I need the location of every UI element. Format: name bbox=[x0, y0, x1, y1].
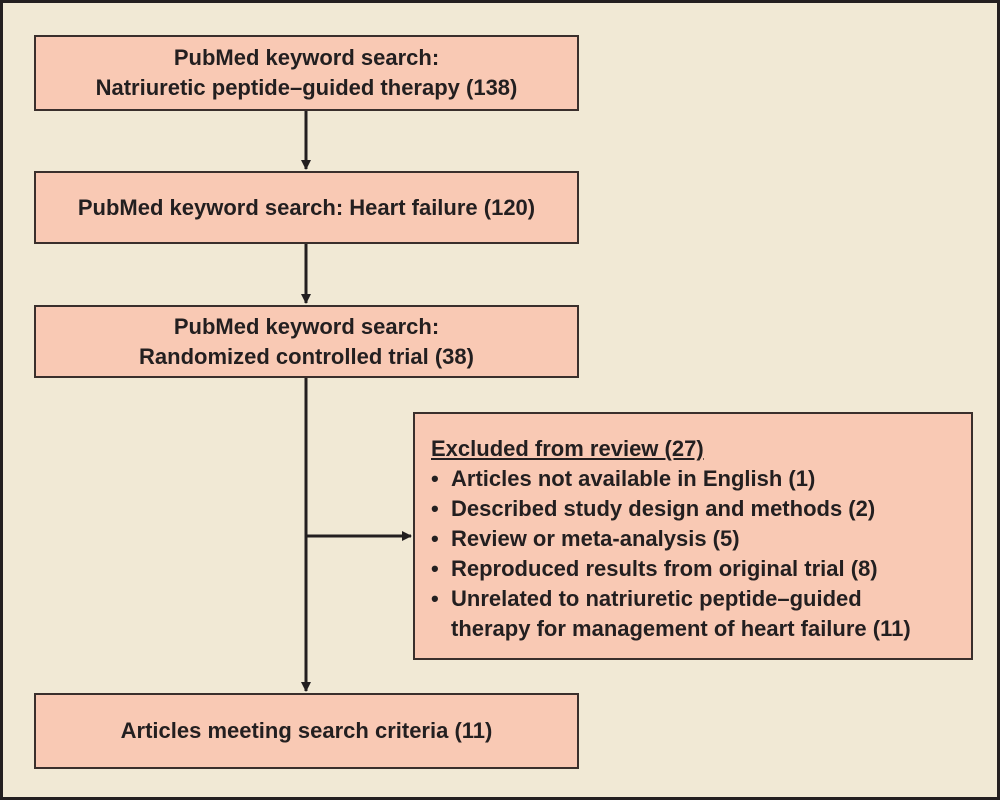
excluded-title: Excluded from review (27) bbox=[431, 436, 704, 461]
excluded-item-text: Articles not available in English (1) bbox=[451, 466, 816, 491]
excluded-item-text: Described study design and methods (2) bbox=[451, 496, 876, 521]
bullet-icon: • bbox=[431, 526, 439, 551]
bullet-icon: • bbox=[431, 496, 439, 521]
excluded-item-text: Unrelated to natriuretic peptide–guided bbox=[451, 586, 862, 611]
excluded-item: • Unrelated to natriuretic peptide–guide… bbox=[431, 584, 862, 614]
search-step-label: PubMed keyword search: bbox=[173, 45, 440, 70]
final-articles-label: Articles meeting search criteria (11) bbox=[120, 718, 493, 743]
excluded-item: • Articles not available in English (1) bbox=[431, 464, 815, 494]
bullet-icon: • bbox=[431, 466, 439, 491]
search-step-heart-failure-box: PubMed keyword search: Heart failure (12… bbox=[34, 171, 579, 244]
search-step-term: PubMed keyword search: Heart failure (12… bbox=[77, 194, 536, 220]
search-step-rct-box: PubMed keyword search: Randomized contro… bbox=[34, 305, 579, 378]
excluded-box: Excluded from review (27) • Articles not… bbox=[413, 412, 973, 660]
search-step-natriuretic-box: PubMed keyword search: Natriuretic pepti… bbox=[34, 35, 579, 111]
bullet-icon: • bbox=[431, 586, 439, 611]
excluded-item-text: Reproduced results from original trial (… bbox=[451, 556, 878, 581]
search-step-term: Randomized controlled trial (38) bbox=[139, 343, 474, 369]
search-step-label: PubMed keyword search: bbox=[173, 313, 440, 339]
excluded-item: • Described study design and methods (2) bbox=[431, 494, 875, 524]
excluded-item: • Reproduced results from original trial… bbox=[431, 554, 878, 584]
final-articles-box: Articles meeting search criteria (11) bbox=[34, 693, 579, 769]
connector-arrows bbox=[301, 111, 412, 692]
excluded-item-text: Review or meta-analysis (5) bbox=[451, 526, 740, 551]
search-step-term: Natriuretic peptide–guided therapy (138) bbox=[95, 75, 518, 100]
excluded-item: • Review or meta-analysis (5) bbox=[431, 524, 740, 554]
excluded-item-continuation: therapy for management of heart failure … bbox=[451, 616, 911, 641]
bullet-icon: • bbox=[431, 556, 439, 581]
